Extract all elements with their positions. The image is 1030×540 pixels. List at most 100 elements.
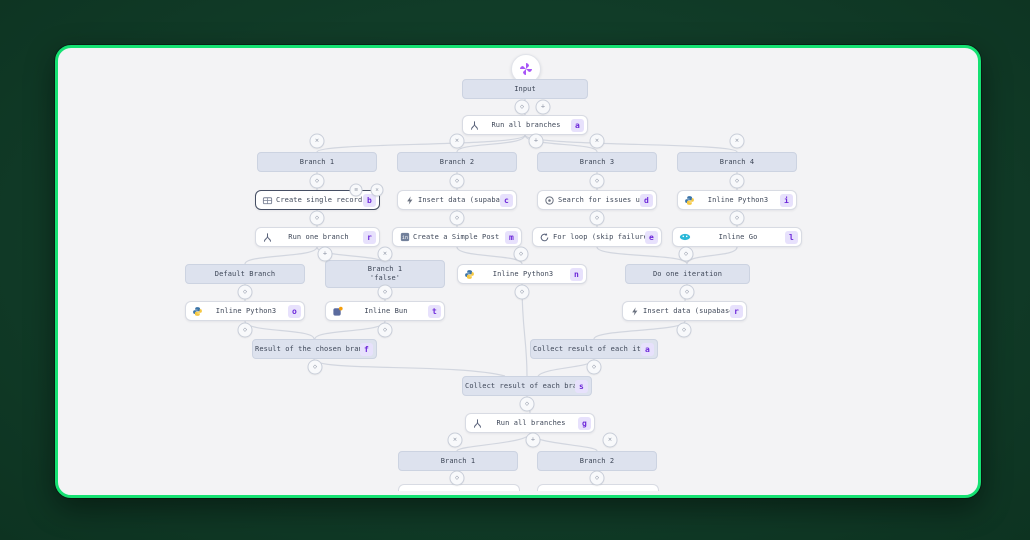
delete-branch-button[interactable]: × xyxy=(449,133,465,149)
add-step-button[interactable]: ◇ xyxy=(519,396,535,412)
add-step-icon: ◇ xyxy=(454,213,460,222)
add-step-icon: ◇ xyxy=(454,473,460,482)
add-step-button[interactable]: ◇ xyxy=(676,322,692,338)
add-step-button[interactable]: ◇ xyxy=(449,173,465,189)
add-branch-button[interactable]: + xyxy=(525,432,541,448)
node-label: Inline Bun xyxy=(364,307,408,315)
hint-badge: f xyxy=(360,342,373,356)
add-step-button[interactable]: ◇ xyxy=(514,99,530,115)
branch-label: Default Branch xyxy=(214,270,276,278)
node-insert-data-supabase[interactable]: Insert data (supabase) c xyxy=(397,190,517,210)
node-run-one-branch[interactable]: Run one branch r xyxy=(255,227,380,247)
branch-header-1[interactable]: Branch 1 xyxy=(257,152,377,172)
add-step-button[interactable]: ◇ xyxy=(449,210,465,226)
add-step-button[interactable]: ◇ xyxy=(377,284,393,300)
add-step-button[interactable]: ◇ xyxy=(377,322,393,338)
add-step-button[interactable]: ◇ xyxy=(589,210,605,226)
branch-header-2[interactable]: Branch 2 xyxy=(397,152,517,172)
add-step-button[interactable]: ◇ xyxy=(237,284,253,300)
add-step-button[interactable]: ◇ xyxy=(514,284,530,300)
node-create-simple-post[interactable]: in Create a Simple Post (User) (... m xyxy=(392,227,522,247)
node-run-all-branches-top[interactable]: Run all branches a xyxy=(462,115,588,135)
add-step-icon: ◇ xyxy=(594,473,600,482)
delete-icon: × xyxy=(452,435,458,444)
add-step-button[interactable]: ◇ xyxy=(678,246,694,262)
add-step-button[interactable]: ◇ xyxy=(729,173,745,189)
add-step-icon: ◇ xyxy=(312,362,318,371)
delete-icon: × xyxy=(375,186,379,193)
branch-label: Branch 2 xyxy=(439,158,475,166)
add-step-button[interactable]: ◇ xyxy=(309,173,325,189)
branch-label: Branch 1 xyxy=(299,158,335,166)
airtable-icon xyxy=(261,194,274,206)
add-branch-button[interactable]: + xyxy=(535,99,551,115)
add-step-icon: ◇ xyxy=(684,287,690,296)
add-step-button[interactable]: ◇ xyxy=(309,210,325,226)
add-step-button[interactable]: ◇ xyxy=(586,359,602,375)
node-inline-python-default[interactable]: Inline Python3 o xyxy=(185,301,305,321)
node-search-issues-jql[interactable]: Search for issues using JQL (... d xyxy=(537,190,657,210)
branch-label: Branch 2 xyxy=(579,457,615,465)
node-input[interactable]: Input xyxy=(462,79,588,99)
node-collect-result-iteration[interactable]: Collect result of each iterat... a xyxy=(530,339,658,359)
add-step-button[interactable]: ◇ xyxy=(449,470,465,486)
delete-branch-button[interactable]: × xyxy=(309,133,325,149)
node-do-one-iteration[interactable]: Do one iteration xyxy=(625,264,750,284)
delete-branch-button[interactable]: × xyxy=(447,432,463,448)
node-for-loop[interactable]: For loop (skip failures) e xyxy=(532,227,662,247)
supabase-icon xyxy=(628,305,641,317)
branch-header-bottom-1[interactable]: Branch 1 xyxy=(398,451,518,471)
branch-header-3[interactable]: Branch 3 xyxy=(537,152,657,172)
add-step-button[interactable]: ◇ xyxy=(729,210,745,226)
node-create-single-record[interactable]: Create single record (airtable) b xyxy=(255,190,380,210)
add-step-icon: ◇ xyxy=(681,325,687,334)
branch-header-bottom-2[interactable]: Branch 2 xyxy=(537,451,657,471)
delete-branch-button[interactable]: × xyxy=(377,246,393,262)
drag-icon: ≡ xyxy=(354,186,358,193)
hint-badge: c xyxy=(500,193,513,207)
delete-icon: × xyxy=(382,249,388,258)
hint-badge: a xyxy=(641,342,654,356)
node-label: For loop (skip failures) xyxy=(553,233,645,241)
delete-branch-button[interactable]: × xyxy=(729,133,745,149)
delete-branch-button[interactable]: × xyxy=(602,432,618,448)
add-step-icon: ◇ xyxy=(518,249,524,258)
node-insert-data-supabase-iter[interactable]: Insert data (supabase) r xyxy=(622,301,747,321)
delete-icon: × xyxy=(454,136,460,145)
add-step-button[interactable]: ◇ xyxy=(307,359,323,375)
add-step-button[interactable]: ◇ xyxy=(679,284,695,300)
node-inline-python-branch4[interactable]: Inline Python3 i xyxy=(677,190,797,210)
add-branch-button[interactable]: + xyxy=(317,246,333,262)
hint-badge: n xyxy=(570,267,583,281)
node-label: Collect result of each branch xyxy=(465,382,575,390)
add-step-icon: ◇ xyxy=(734,213,740,222)
node-result-chosen-branch[interactable]: Result of the chosen branch f xyxy=(252,339,377,359)
branch-header-default[interactable]: Default Branch xyxy=(185,264,305,284)
remove-step-button[interactable]: × xyxy=(370,183,384,197)
branch-icon xyxy=(468,119,481,131)
delete-branch-button[interactable]: × xyxy=(589,133,605,149)
add-step-button[interactable]: ◇ xyxy=(237,322,253,338)
branch-label: Branch 3 xyxy=(579,158,615,166)
node-label: Run all branches xyxy=(491,121,561,129)
branch-header-4[interactable]: Branch 4 xyxy=(677,152,797,172)
drag-handle[interactable]: ≡ xyxy=(349,183,363,197)
add-step-icon: ◇ xyxy=(454,176,460,185)
branch-header-false[interactable]: Branch 1 'false' xyxy=(325,260,445,288)
node-inline-go[interactable]: Inline Go l xyxy=(672,227,802,247)
add-step-button[interactable]: ◇ xyxy=(513,246,529,262)
add-branch-button[interactable]: + xyxy=(528,133,544,149)
supabase-icon xyxy=(403,194,416,206)
node-collect-result-branch[interactable]: Collect result of each branch s xyxy=(462,376,592,396)
add-step-button[interactable]: ◇ xyxy=(589,173,605,189)
svg-text:in: in xyxy=(401,235,407,241)
branch-label-line1: Branch 1 xyxy=(367,264,403,273)
node-inline-python-mid[interactable]: Inline Python3 n xyxy=(457,264,587,284)
add-step-button[interactable]: ◇ xyxy=(589,470,605,486)
branch-icon xyxy=(261,231,274,243)
add-step-icon: ◇ xyxy=(594,176,600,185)
add-step-icon: ◇ xyxy=(382,287,388,296)
node-inline-bun[interactable]: Inline Bun t xyxy=(325,301,445,321)
add-step-icon: ◇ xyxy=(519,102,525,111)
node-run-all-branches-bottom[interactable]: Run all branches g xyxy=(465,413,595,433)
